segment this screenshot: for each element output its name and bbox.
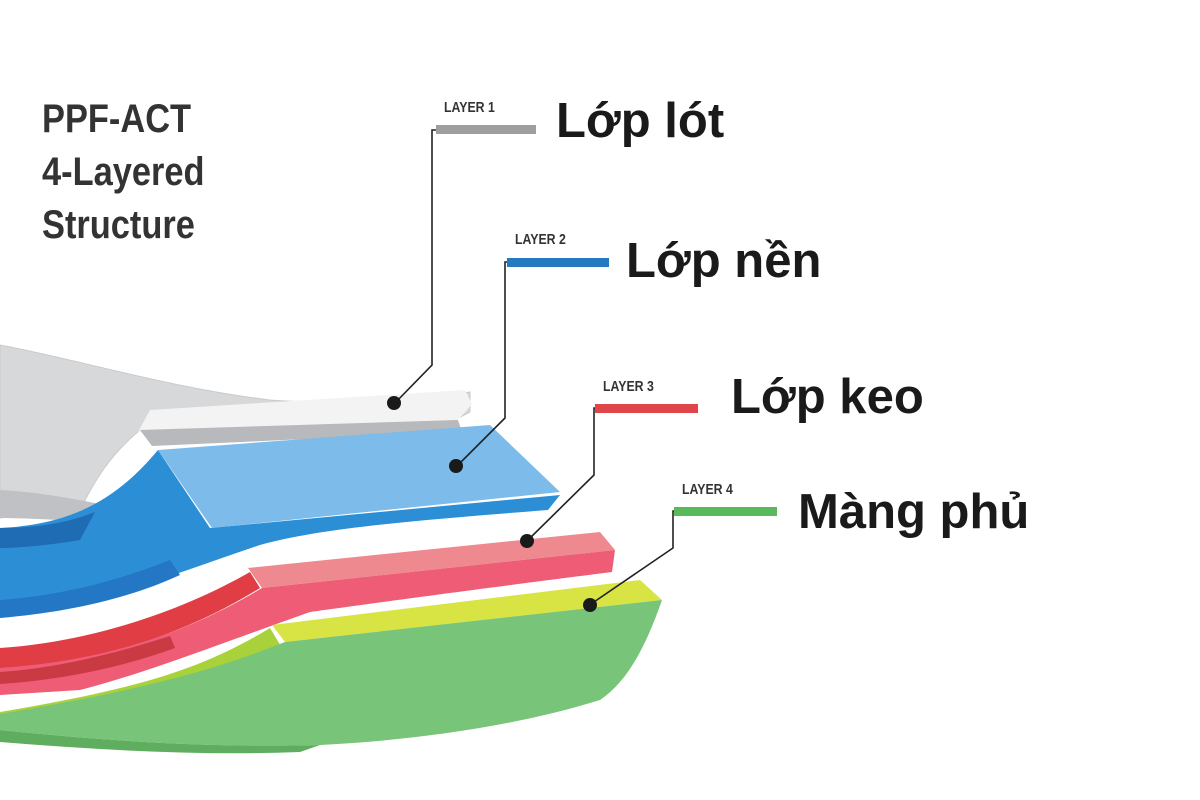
layer-1-swatch bbox=[436, 125, 536, 134]
title-line-1: PPF-ACT bbox=[42, 97, 192, 141]
leader-lines bbox=[394, 129, 680, 605]
leader-line-layer-1 bbox=[394, 129, 448, 404]
layer-3-tag: LAYER 3 bbox=[603, 378, 654, 395]
layer-4-swatch bbox=[674, 507, 777, 516]
layer-3-name: Lớp keo bbox=[731, 370, 924, 424]
layer-2-tag: LAYER 2 bbox=[515, 231, 566, 248]
layer-1-name: Lớp lót bbox=[556, 94, 725, 148]
layer-2-name: Lớp nền bbox=[626, 234, 822, 288]
layer-4-tag: LAYER 4 bbox=[682, 481, 733, 498]
layer-4-dot bbox=[583, 598, 597, 612]
layer-2-swatch bbox=[507, 258, 609, 267]
layer-3-dot bbox=[520, 534, 534, 548]
leader-dots bbox=[387, 396, 597, 612]
layer-4-name: Màng phủ bbox=[798, 485, 1030, 539]
layer-2-shape bbox=[0, 425, 560, 618]
layer-1-dot bbox=[387, 396, 401, 410]
title-line-2: 4-Layered bbox=[42, 150, 205, 194]
layer-2-dot bbox=[449, 459, 463, 473]
title-line-3: Structure bbox=[42, 203, 195, 247]
layer-4-shape bbox=[0, 580, 662, 754]
layer-1-tag: LAYER 1 bbox=[444, 99, 495, 116]
layer-3-swatch bbox=[595, 404, 698, 413]
